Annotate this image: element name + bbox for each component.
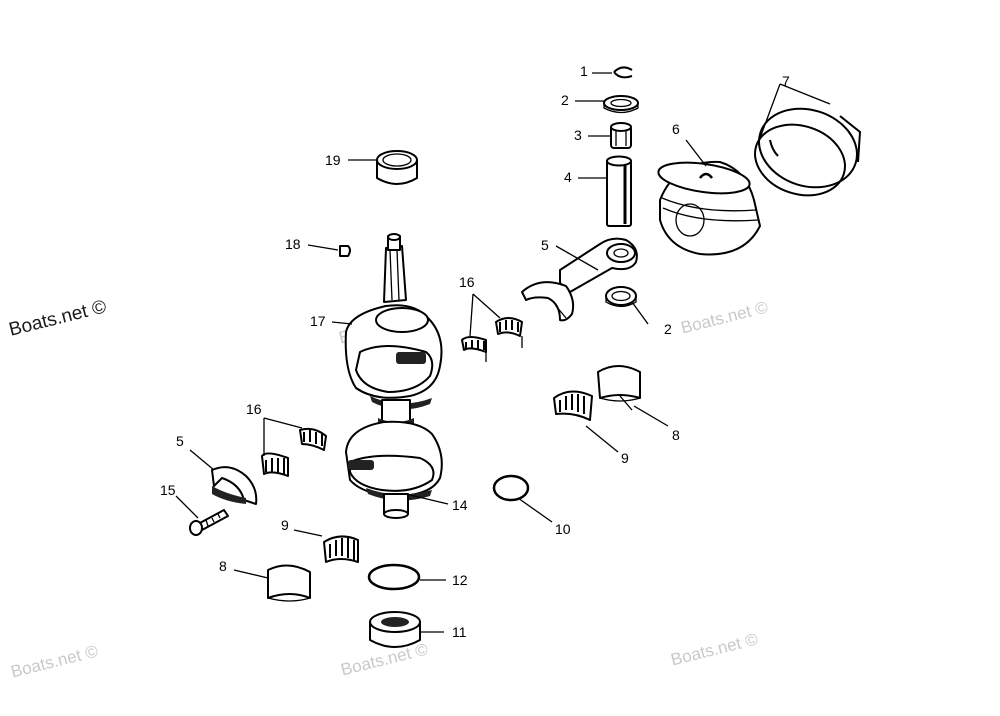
part-6-piston[interactable] [656,158,761,256]
callout-5[interactable]: 5 [176,433,184,449]
callout-16[interactable]: 16 [246,401,262,417]
callout-11[interactable]: 11 [452,624,467,640]
callout-19[interactable]: 19 [325,152,341,168]
callout-17[interactable]: 17 [310,313,326,329]
part-9-bearing-half-left[interactable] [323,535,359,563]
part-2-washer-top[interactable] [603,95,639,114]
part-2-washer-bottom[interactable] [605,286,637,308]
callout-labels: 1 2 3 4 5 2 6 7 8 9 10 11 12 14 15 5 16 … [160,63,790,640]
part-4-piston-pin[interactable] [606,155,632,227]
callout-5[interactable]: 5 [541,237,549,253]
part-18-woodruff-key[interactable] [339,245,351,257]
callout-7[interactable]: 7 [782,73,790,89]
callout-3[interactable]: 3 [574,127,582,143]
callout-10[interactable]: 10 [555,521,571,537]
callout-9[interactable]: 9 [281,517,289,533]
part-11-lower-seal[interactable] [369,611,421,648]
callout-1[interactable]: 1 [580,63,588,79]
callout-4[interactable]: 4 [564,169,572,185]
callout-6[interactable]: 6 [672,121,680,137]
part-9-bearing-half-right[interactable] [553,390,593,421]
callout-2[interactable]: 2 [664,321,672,337]
callout-8[interactable]: 8 [219,558,227,574]
callout-12[interactable]: 12 [452,572,468,588]
callout-18[interactable]: 18 [285,236,301,252]
part-5-rod-cap[interactable] [211,466,258,505]
part-1-retaining-ring[interactable] [613,66,633,79]
callout-8[interactable]: 8 [672,427,680,443]
part-15-screw[interactable] [189,509,229,536]
part-16-bearing-cage-left[interactable] [261,427,327,477]
leader-lines [175,72,831,633]
callout-15[interactable]: 15 [160,482,176,498]
callout-9[interactable]: 9 [621,450,629,466]
callout-16[interactable]: 16 [459,274,475,290]
part-5-connecting-rod[interactable] [521,237,638,322]
part-10-snap-ring[interactable] [492,474,530,502]
part-19-seal[interactable] [376,150,418,185]
part-3-needle-bearing[interactable] [610,122,632,149]
callout-14[interactable]: 14 [452,497,468,513]
part-12-o-ring[interactable] [367,563,421,591]
part-17-crankshaft[interactable] [344,233,443,519]
part-8-bearing-race-right[interactable] [597,365,641,411]
callout-2[interactable]: 2 [561,92,569,108]
part-16-bearing-cage-upper[interactable] [461,317,523,362]
part-8-bearing-race-left[interactable] [267,564,311,602]
part-7-piston-rings[interactable] [746,96,868,206]
